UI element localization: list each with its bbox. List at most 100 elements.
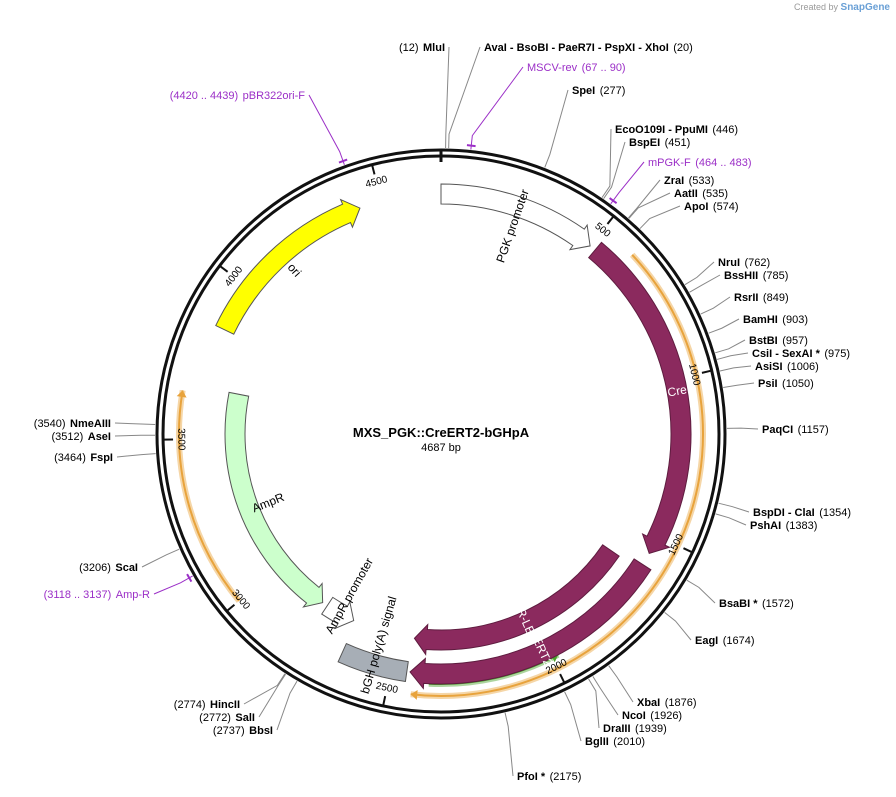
plasmid-name: MXS_PGK::CreERT2-bGHpA [353, 425, 530, 440]
leader-fspi [116, 453, 156, 458]
tick-label-4500: 4500 [364, 174, 389, 190]
site-position: (1157) [798, 424, 829, 436]
site-position: (446) [712, 124, 738, 136]
leader-paqci [726, 427, 759, 430]
site-name: XbaI [637, 697, 660, 709]
site-scai: (3206) ScaI [79, 558, 138, 575]
primer-name: Amp-R [116, 589, 150, 601]
primer-range: (67 .. 90) [582, 62, 626, 74]
site-bsabi: BsaBI * (1572) [719, 594, 794, 611]
site-position: (762) [744, 257, 770, 269]
tick-mark-3000 [226, 603, 236, 612]
site-sali: (2772) SalI [199, 708, 255, 725]
leader-bamhi [708, 318, 740, 334]
site-avai-bsobi-paer7i-pspxi-xhoi: AvaI - BsoBI - PaeR7I - PspXI - XhoI (20… [484, 38, 693, 55]
site-bglii: BglII (2010) [585, 732, 645, 749]
feature-pgk-promoter [440, 183, 591, 251]
primer-name: mPGK-F [648, 157, 691, 169]
primer-range: (464 .. 483) [695, 157, 751, 169]
site-name: AseI [88, 431, 111, 443]
site-name: BbsI [249, 725, 273, 737]
site-position: (574) [713, 201, 739, 213]
arc-feature-1 [178, 390, 240, 602]
site-position: (12) [399, 42, 419, 54]
leader-pbr322ori-f [308, 94, 345, 165]
site-name: CsiI - SexAI * [752, 348, 821, 360]
site-name: EcoO109I - PpuMI [615, 124, 708, 136]
leader-psii [723, 382, 755, 389]
site-name: AvaI - BsoBI - PaeR7I - PspXI - XhoI [484, 42, 669, 54]
snapgene-credit: Created by SnapGene [794, 2, 890, 13]
primer-mpgk-f: mPGK-F (464 .. 483) [648, 153, 752, 170]
leader-amp-r [153, 575, 193, 595]
tick-label-1000: 1000 [686, 363, 702, 388]
feature-cre [587, 241, 692, 554]
site-name: RsrII [734, 292, 758, 304]
plasmid-length: 4687 bp [421, 442, 461, 454]
site-name: FspI [90, 452, 113, 464]
site-name: BspDI - ClaI [753, 507, 815, 519]
site-position: (20) [673, 42, 693, 54]
leader-bstbi [715, 339, 746, 354]
tick-mark-2000 [559, 673, 566, 684]
site-position: (975) [824, 348, 850, 360]
site-nrui: NruI (762) [718, 253, 770, 270]
feature-ampr [224, 391, 324, 608]
tick-mark-4500 [371, 164, 376, 175]
site-rsrii: RsrII (849) [734, 288, 789, 305]
site-apoi: ApoI (574) [684, 197, 739, 214]
site-name: ZraI [664, 175, 684, 187]
site-mlui: (12) MluI [399, 38, 445, 55]
leader-aatii [628, 192, 671, 219]
leader-bglii [564, 691, 582, 742]
feature-bgh-poly-a-signal [337, 642, 409, 683]
feature-label-ampr-promoter: AmpR promoter [322, 555, 376, 636]
feature-ert2 [409, 558, 652, 690]
leader-avai-bsobi-paer7i-pspxi-xhoi [448, 46, 481, 149]
leader-apoi [639, 205, 681, 229]
site-position: (2737) [213, 725, 245, 737]
primer-mscv-rev: MSCV-rev (67 .. 90) [527, 58, 626, 75]
site-name: PsiI [758, 378, 778, 390]
site-name: EagI [695, 635, 718, 647]
primer-range: (3118 .. 3137) [44, 589, 112, 601]
leader-hincii [243, 673, 286, 705]
site-position: (451) [665, 137, 691, 149]
credit-prefix: Created by [793, 2, 839, 12]
site-asei: (3512) AseI [52, 427, 112, 444]
site-name: BglII [585, 736, 609, 748]
site-position: (903) [782, 314, 808, 326]
leader-spei [544, 89, 569, 168]
site-position: (1876) [665, 697, 697, 709]
primer-site-mpgk-f [609, 197, 618, 205]
site-name: BsaBI * [719, 598, 758, 610]
site-name: ApoI [684, 201, 708, 213]
site-position: (1674) [723, 635, 755, 647]
site-fspi: (3464) FspI [54, 448, 113, 465]
site-bbsi: (2737) BbsI [213, 721, 273, 738]
leader-bsshii [689, 274, 721, 293]
site-name: AsiSI [755, 361, 783, 373]
site-name: BamHI [743, 314, 778, 326]
site-aatii: AatII (535) [674, 184, 728, 201]
leader-mlui [445, 46, 450, 149]
site-name: MluI [423, 42, 445, 54]
site-bspdi-clai: BspDI - ClaI (1354) [753, 503, 851, 520]
primer-amp-r: (3118 .. 3137) Amp-R [44, 585, 150, 602]
site-position: (1383) [786, 520, 818, 532]
site-asisi: AsiSI (1006) [755, 357, 819, 374]
tick-mark-2500 [382, 695, 387, 707]
site-position: (849) [763, 292, 789, 304]
site-position: (1926) [650, 710, 682, 722]
site-name: BstBI [749, 335, 778, 347]
tick-label-500: 500 [592, 221, 612, 240]
site-position: (2774) [174, 699, 206, 711]
leader-sali [258, 673, 287, 718]
site-position: (1939) [635, 723, 667, 735]
feature-er-lbd [413, 544, 620, 656]
site-name: NmeAIII [70, 418, 111, 430]
site-name: SpeI [572, 85, 595, 97]
leader-draiii [588, 678, 600, 729]
site-position: (535) [702, 188, 728, 200]
site-name: BspEI [629, 137, 660, 149]
